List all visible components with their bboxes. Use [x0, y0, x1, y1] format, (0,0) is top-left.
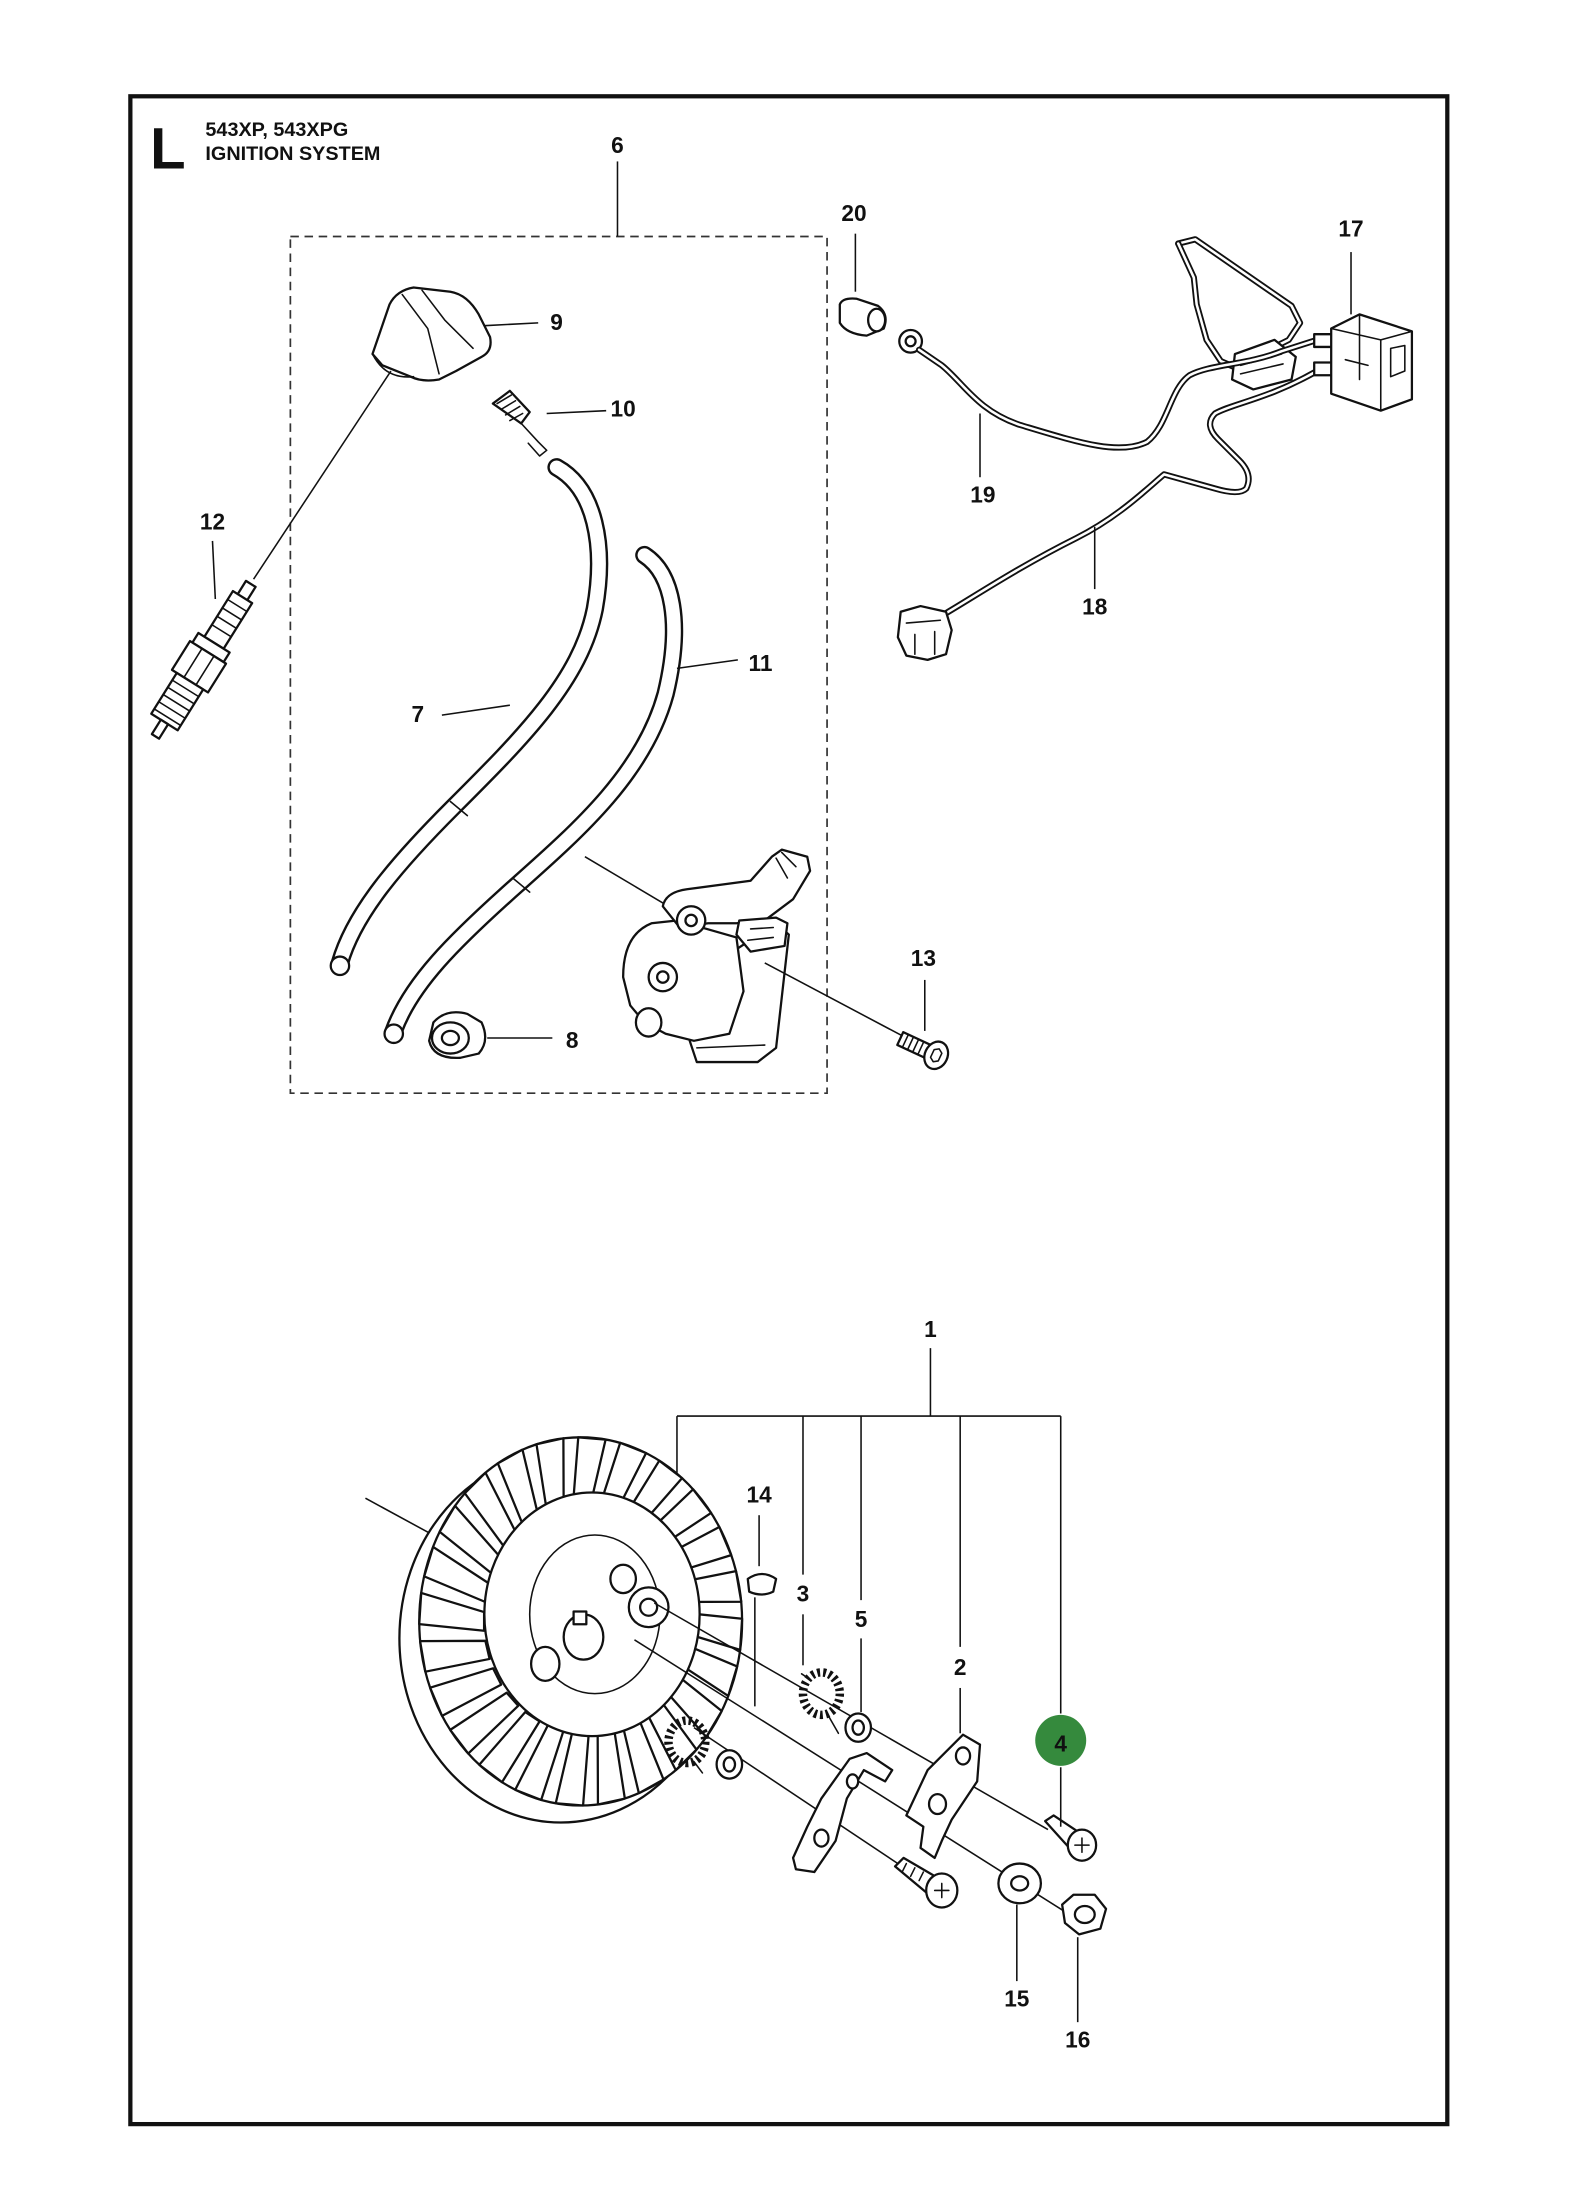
callout-10: 10 — [611, 395, 636, 421]
leader-10 — [546, 409, 607, 415]
ignition-cable — [329, 458, 609, 977]
flywheel-pawl-pivot — [529, 1645, 561, 1683]
flywheel-fin — [449, 1691, 520, 1755]
kit-dashed-box — [289, 235, 828, 1095]
callout-7: 7 — [412, 701, 425, 727]
callout-14: 14 — [747, 1481, 773, 1507]
callout-16: 16 — [1065, 2027, 1090, 2053]
callout-13: 13 — [911, 945, 936, 971]
grommet — [428, 1011, 487, 1059]
callout-9: 9 — [550, 309, 563, 335]
washer — [844, 1712, 873, 1743]
callout-4: 4 — [1054, 1731, 1067, 1757]
spark-plug-boot — [371, 286, 492, 382]
flywheel-pawl-pivot — [609, 1563, 638, 1595]
pawl-screw-lower — [893, 1856, 959, 1909]
leader-module-to-screw — [764, 962, 907, 1039]
flywheel-hub-hole — [639, 1597, 659, 1617]
woodruff-key — [746, 1572, 778, 1596]
washer-lower — [715, 1749, 744, 1780]
callout-5: 5 — [855, 1606, 868, 1632]
flywheel-washer — [997, 1862, 1043, 1905]
page-title: IGNITION SYSTEM — [205, 143, 380, 165]
callout-19: 19 — [970, 482, 995, 508]
callout-18: 18 — [1082, 594, 1107, 620]
callout-6: 6 — [611, 132, 624, 158]
ground-wire — [898, 328, 1321, 451]
flywheel — [398, 1436, 744, 1824]
leader-11 — [676, 659, 738, 670]
callout-20: 20 — [841, 200, 866, 226]
page-border — [128, 94, 1450, 2127]
callout-15: 15 — [1004, 1986, 1029, 2012]
callout-11: 11 — [749, 650, 773, 676]
short-circuit-wire — [896, 367, 1321, 662]
flywheel-fin — [429, 1667, 503, 1717]
callout-2: 2 — [954, 1654, 967, 1680]
leader-ignition-module — [584, 856, 669, 907]
leader-7 — [441, 704, 510, 716]
flywheel-fin — [418, 1639, 491, 1673]
spark-plug — [150, 579, 257, 740]
leader-9 — [484, 322, 539, 327]
callout-12: 12 — [200, 509, 225, 535]
module-screw — [896, 1030, 950, 1071]
callout-3: 3 — [797, 1581, 810, 1607]
spark-plug-electrode — [150, 718, 170, 740]
ignition-cable-long — [383, 545, 684, 1045]
highlight-badge — [1035, 1714, 1087, 1766]
flywheel-nut — [1061, 1893, 1108, 1936]
connector-sleeve — [838, 297, 887, 337]
callout-8: 8 — [566, 1027, 579, 1053]
shoulder-bolt — [1044, 1814, 1098, 1862]
model-numbers: 543XP, 543XPG — [205, 119, 348, 141]
callout-1: 1 — [924, 1316, 937, 1342]
callout-17: 17 — [1338, 215, 1363, 241]
spring-clip — [491, 389, 548, 457]
pawl-spring — [798, 1668, 845, 1735]
pawl — [905, 1733, 982, 1860]
ignition-module — [622, 848, 812, 1064]
leader-12 — [211, 540, 217, 600]
flywheel-keyway — [572, 1610, 588, 1626]
pawl-lower — [791, 1751, 894, 1874]
pawl-spring-lower — [664, 1716, 710, 1774]
stop-switch — [1313, 313, 1414, 412]
ignition-lead-line — [252, 370, 392, 580]
callout-1-bracket — [676, 1348, 1062, 1714]
section-letter: L — [150, 117, 185, 182]
